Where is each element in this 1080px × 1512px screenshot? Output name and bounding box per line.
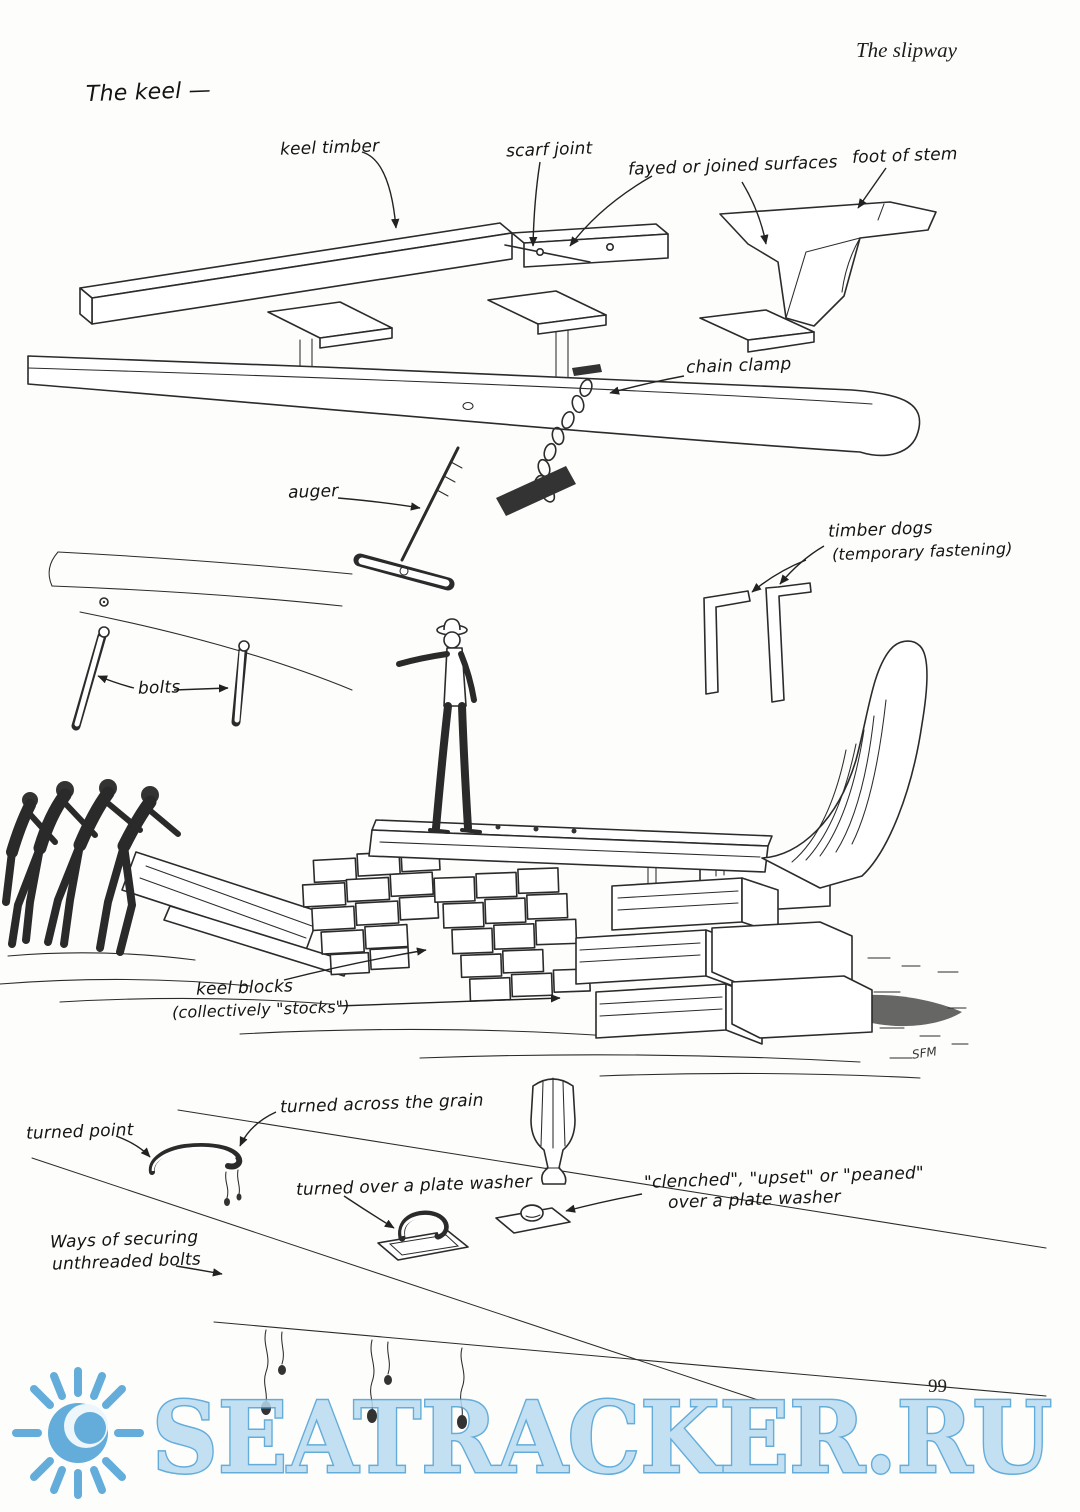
- shipwright-figure-drawing: [396, 618, 482, 834]
- label-auger: auger: [287, 481, 339, 503]
- drips-drawing: [261, 1329, 467, 1429]
- label-scarf-joint: scarf joint: [505, 138, 593, 162]
- keel-assembly-drawing: [27, 355, 921, 691]
- leader-keel-blocks-2: [337, 994, 561, 1007]
- label-foot-of-stem: foot of stem: [851, 144, 958, 168]
- leader-timber-dog-2: [751, 559, 807, 593]
- turned-over-washer-drawing: [377, 1210, 469, 1261]
- keel-blocks-left: [301, 846, 441, 976]
- chain-clamp-drawing: [496, 364, 602, 516]
- label-keel-timber: keel timber: [279, 136, 380, 160]
- leader-timber-dog-1: [779, 545, 825, 585]
- turned-point-drawing: [148, 1143, 243, 1206]
- stem-curve-drawing: [761, 640, 928, 889]
- leader-lines: [97, 151, 887, 1277]
- timber-dogs-drawing: [703, 582, 812, 703]
- leader-fayed-2: [741, 181, 769, 245]
- leader-fayed-1: [569, 175, 653, 247]
- foot-of-stem-drawing: [719, 201, 937, 327]
- auger-drawing: [353, 446, 463, 591]
- keel-timber-drawing: [79, 222, 815, 399]
- leader-foot-of-stem: [857, 167, 887, 209]
- watermark-text: SEATRACKER.RU: [152, 1381, 1052, 1496]
- bolts-drawing: [71, 597, 250, 731]
- leader-bolt-1: [97, 675, 135, 689]
- maul-drawing: [530, 1077, 576, 1185]
- carried-timber-drawing: [121, 851, 351, 977]
- watermark-sun-icon: [12, 1367, 144, 1499]
- page-header: The slipway: [856, 38, 957, 62]
- watermark: SEATRACKER.RU: [12, 1367, 1054, 1499]
- clenched-washer-drawing: [495, 1204, 571, 1234]
- label-turned-point: turned point: [25, 1120, 134, 1144]
- keel-blocks-center: [433, 867, 591, 1002]
- leader-clenched: [565, 1193, 643, 1213]
- leader-keel-blocks-1: [283, 947, 427, 981]
- leader-auger: [337, 497, 421, 511]
- label-timber-dogs-line1: timber dogs: [827, 518, 933, 542]
- leader-bolt-2: [173, 684, 229, 693]
- leader-scarf-joint: [528, 161, 541, 247]
- label-bolts: bolts: [137, 677, 181, 699]
- leader-turned-washer: [343, 1195, 395, 1229]
- leader-chain-clamp: [609, 375, 685, 395]
- slipway-scene-drawing: [0, 618, 969, 1079]
- leader-turned-point: [115, 1135, 151, 1158]
- bolt-endings-drawing: [31, 1077, 1047, 1429]
- label-chain-clamp: chain clamp: [685, 354, 792, 378]
- leader-keel-timber: [361, 151, 400, 229]
- leader-turned-across-grain: [239, 1111, 277, 1147]
- keel-on-stocks-drawing: [368, 819, 773, 873]
- page-number: 99: [928, 1376, 947, 1397]
- label-keel-blocks-line1: keel blocks: [195, 976, 294, 1000]
- page-title: The keel —: [85, 77, 212, 108]
- scarf-joint-drawing: [504, 243, 614, 263]
- workers-drawing: [2, 779, 181, 956]
- leader-ways-securing: [175, 1265, 223, 1277]
